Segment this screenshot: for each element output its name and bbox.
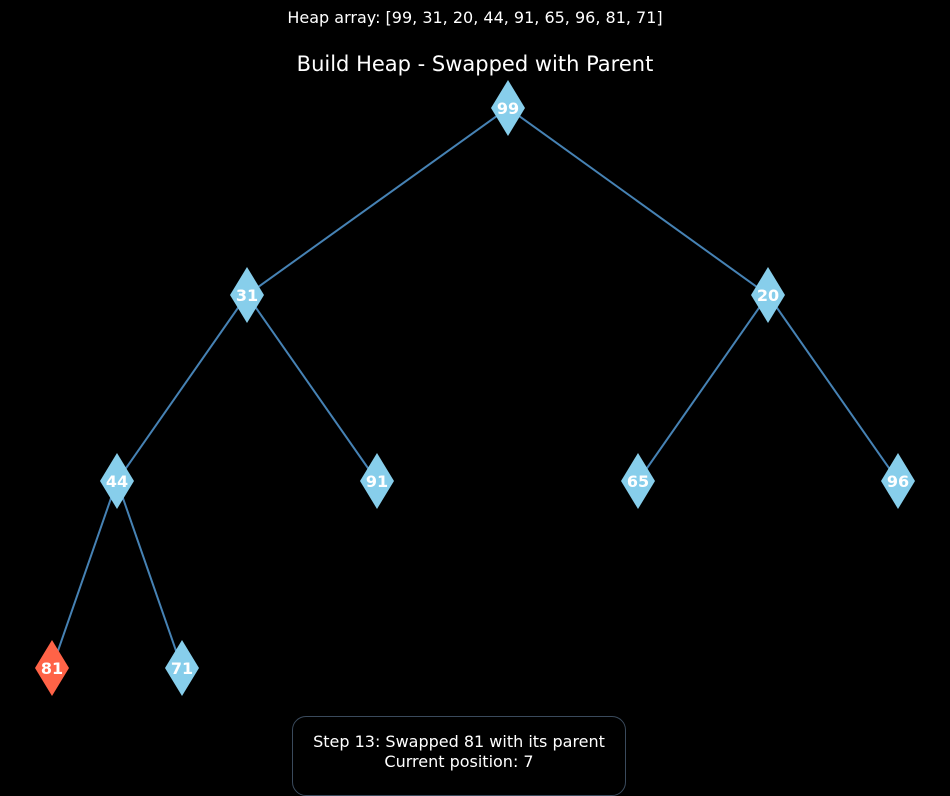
node-label: 31 (236, 286, 258, 305)
node-label: 65 (627, 472, 649, 491)
node-label: 99 (497, 99, 519, 118)
node-diamond (751, 267, 785, 323)
tree-node-71: 71 (165, 640, 199, 696)
tree-node-65: 65 (621, 453, 655, 509)
edges-layer (51, 107, 899, 669)
tree-edge-n3-n7 (51, 480, 118, 669)
tree-node-91: 91 (360, 453, 394, 509)
tree-edge-n2-n5 (637, 294, 769, 482)
status-box: Step 13: Swapped 81 with its parent Curr… (292, 716, 626, 796)
tree-node-20: 20 (751, 267, 785, 323)
tree-edge-n2-n6 (767, 294, 899, 482)
status-step-text: Step 13: Swapped 81 with its parent (313, 732, 605, 751)
node-diamond (165, 640, 199, 696)
node-label: 81 (41, 659, 63, 678)
node-diamond (881, 453, 915, 509)
node-label: 20 (757, 286, 779, 305)
tree-node-81: 81 (35, 640, 69, 696)
node-diamond (35, 640, 69, 696)
diagram-title: Build Heap - Swapped with Parent (296, 52, 654, 76)
tree-edge-n1-n4 (246, 294, 378, 482)
heap-array-label: Heap array: [99, 31, 20, 44, 91, 65, 96,… (287, 8, 663, 27)
node-diamond (491, 80, 525, 136)
tree-node-99: 99 (491, 80, 525, 136)
node-label: 91 (366, 472, 388, 491)
node-label: 71 (171, 659, 193, 678)
node-label: 44 (106, 472, 128, 491)
node-label: 96 (887, 472, 909, 491)
status-position-text: Current position: 7 (384, 752, 534, 771)
tree-edge-n0-n2 (507, 107, 769, 296)
tree-edge-n0-n1 (246, 107, 509, 296)
nodes-layer: 99 31 20 44 91 65 96 81 71 (35, 80, 915, 696)
node-diamond (100, 453, 134, 509)
tree-node-44: 44 (100, 453, 134, 509)
tree-edge-n1-n3 (116, 294, 248, 482)
node-diamond (360, 453, 394, 509)
tree-node-96: 96 (881, 453, 915, 509)
node-diamond (230, 267, 264, 323)
tree-edge-n3-n8 (116, 480, 183, 669)
tree-node-31: 31 (230, 267, 264, 323)
node-diamond (621, 453, 655, 509)
